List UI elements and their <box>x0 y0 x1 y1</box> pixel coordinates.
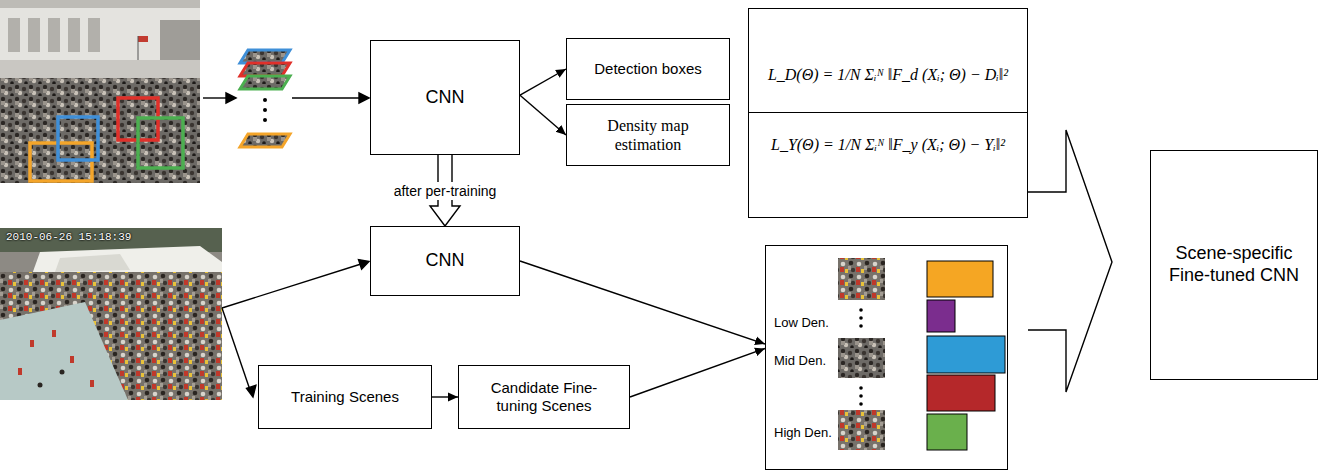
histogram-bar <box>927 414 967 450</box>
crowd-photo <box>0 78 200 183</box>
density-patch <box>859 316 863 320</box>
arrow-connector <box>432 396 458 397</box>
timestamp-overlay: 2010-06-26 15:18:39 <box>6 231 131 243</box>
density-level-label: High Den. <box>774 425 832 440</box>
scene-photo <box>90 380 94 387</box>
histogram-bar <box>927 336 1005 373</box>
input-arrow <box>359 93 369 103</box>
histogram-bar <box>927 261 993 297</box>
node-text: Candidate Fine- tuning Scenes <box>469 379 619 415</box>
input-arrow <box>222 260 369 397</box>
loss-formula-box: L_D(Θ) = 1/N Σᵢᴺ ‖F_d (Xᵢ; Θ) − Dᵢ‖² <box>748 8 1028 113</box>
density-patch <box>859 308 863 312</box>
density-patch <box>859 324 863 328</box>
input-arrow <box>203 93 369 103</box>
node-text: Training Scenes <box>291 388 399 406</box>
density-patch <box>838 258 885 300</box>
density-level-label: Mid Den. <box>774 353 826 368</box>
crowd-photo <box>160 20 200 60</box>
patch-stack <box>240 134 290 147</box>
patch-stack <box>263 98 267 102</box>
patch-stack <box>240 76 290 89</box>
scene-photo <box>60 370 65 375</box>
patch-stack <box>240 50 290 147</box>
crowd-photo <box>48 18 60 52</box>
arrow-connector <box>520 261 765 344</box>
histogram-bar <box>927 375 995 411</box>
crowd-photo <box>88 18 100 52</box>
crowd-photo <box>0 0 200 183</box>
node-text: CNN <box>426 87 465 109</box>
density-patch <box>859 394 863 398</box>
crowd-photo <box>0 0 200 183</box>
patch-stack <box>263 118 267 122</box>
scene-photo <box>70 356 74 363</box>
scene-photo <box>0 272 222 400</box>
crowd-photo <box>8 18 20 52</box>
input-arrow <box>203 97 228 98</box>
input-arrow <box>247 385 256 397</box>
scene-photo <box>0 228 222 400</box>
process-box: Candidate Fine- tuning Scenes <box>458 365 630 429</box>
scene-photo <box>52 330 56 337</box>
crowd-photo <box>0 60 200 80</box>
loss-formula-box: L_Y(Θ) = 1/N Σᵢᴺ ‖F_y (Xᵢ; Θ) − Yᵢ‖² <box>748 112 1028 218</box>
density-patch <box>859 386 863 390</box>
crowd-photo <box>58 117 98 160</box>
patch-stack <box>240 50 290 63</box>
process-box: Density map estimation <box>566 104 730 166</box>
node-text: Scene-specific Fine-tuned CNN <box>1164 243 1304 286</box>
density-level-label: Low Den. <box>774 315 829 330</box>
input-arrow <box>222 264 361 308</box>
node-text: Detection boxes <box>594 60 702 78</box>
arrow-connector <box>630 349 765 398</box>
histogram-bar <box>927 300 955 332</box>
patch-stack <box>263 108 267 112</box>
density-patch <box>859 402 863 406</box>
scene-photo <box>55 254 130 272</box>
crowd-photo <box>138 36 148 42</box>
density-histogram-panel: Low Den. Mid Den. High Den. <box>765 245 1008 470</box>
crowd-photo <box>138 36 139 60</box>
arrow-connector <box>520 69 566 95</box>
crowd-photo <box>0 0 200 8</box>
scene-photo <box>38 383 43 388</box>
node-text: Density map estimation <box>583 116 713 154</box>
node-text: L_Y(Θ) = 1/N Σᵢᴺ ‖F_y (Xᵢ; Θ) − Yᵢ‖² <box>771 135 1005 154</box>
process-box: Training Scenes <box>258 365 432 429</box>
patch-stack <box>240 63 290 76</box>
arrow-connector <box>520 95 566 135</box>
density-patch <box>838 410 885 450</box>
crowd-photo <box>30 143 92 181</box>
edge-label: after per-training <box>391 182 500 200</box>
process-box: Detection boxes <box>566 38 730 100</box>
density-patch <box>838 258 885 450</box>
node-text: L_D(Θ) = 1/N Σᵢᴺ ‖F_d (Xᵢ; Θ) − Dᵢ‖² <box>768 65 1008 84</box>
density-patch <box>838 338 885 378</box>
scene-photo <box>18 368 22 375</box>
cnn-box: CNN <box>370 226 520 296</box>
histogram-bar <box>927 261 1005 450</box>
input-arrow <box>359 260 370 270</box>
input-arrow <box>292 97 361 98</box>
scene-photo <box>30 340 34 347</box>
scene-photo <box>0 302 128 400</box>
output-box: Scene-specific Fine-tuned CNN <box>1150 150 1318 380</box>
hollow-block-arrow <box>1028 130 1112 392</box>
node-text: CNN <box>426 250 465 272</box>
scene-photo <box>0 228 222 400</box>
crowd-photo <box>138 118 183 168</box>
crowd-photo <box>68 18 80 52</box>
input-arrow <box>226 93 236 103</box>
crowd-photo <box>28 18 40 52</box>
input-arrow <box>222 308 250 390</box>
cnn-box: CNN <box>370 40 520 155</box>
